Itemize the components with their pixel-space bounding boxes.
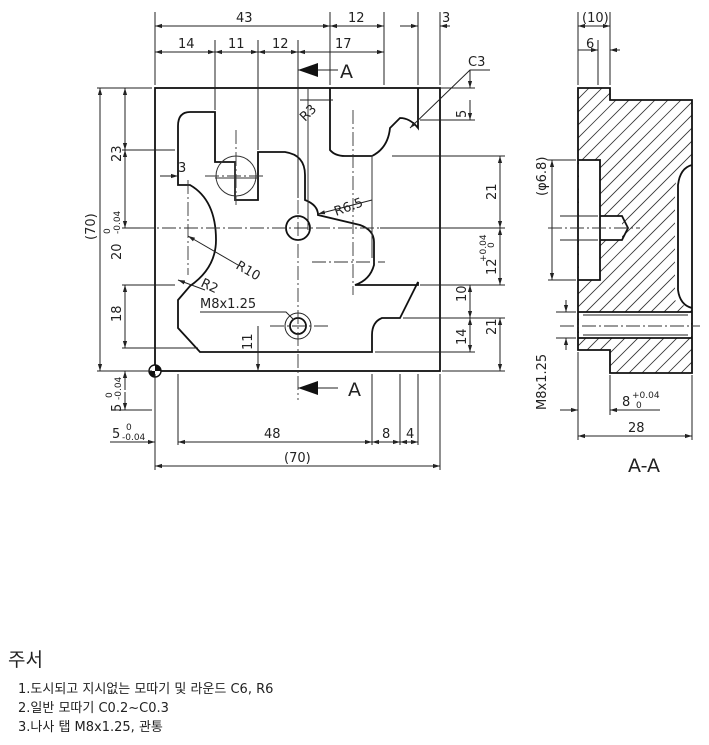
hatch-line [258,80,558,380]
dim-21-upper: 21 [485,183,500,200]
callout-r2: R2 [198,276,220,297]
tol-12-lower: 0 [487,242,497,248]
dim-20: 20 [110,243,125,260]
callout-tap: M8x1.25 [200,297,256,312]
dim-12-top: 12 [348,11,365,26]
dim-12: 12 [272,37,289,52]
tol-5b-lower: -0.04 [122,433,146,443]
sec-dim-28: 28 [628,421,645,436]
sec-dim-phi: (φ6.8) [535,157,550,196]
hatch-line [578,88,692,373]
sec-dim-10: (10) [582,11,609,26]
dim-14-right: 14 [455,328,470,345]
hatch-line [578,88,663,373]
section-outline [577,87,693,374]
callout-leaders [177,69,490,321]
dim-14: 14 [178,37,195,52]
notch-top-right [329,88,419,157]
dim-18: 18 [110,305,125,322]
dim-23: 23 [110,145,125,162]
hatch-line [578,88,692,373]
sec-tol-8-upper: +0.04 [632,391,660,401]
pocket-profile [177,111,419,353]
centre-lines [140,110,385,400]
section-arrows [298,63,338,395]
hatch-line [700,80,709,380]
hatch-line [578,88,692,373]
technical-drawing: 43 12 3 14 11 12 17 (70) 23 20 0 -0.04 1… [84,11,709,477]
tol-12-upper: +0.04 [479,234,489,262]
callout-c3: C3 [468,55,485,70]
front-view: 43 12 3 14 11 12 17 (70) 23 20 0 -0.04 1… [84,11,505,470]
hatch-line [578,88,692,373]
tol-20-lower: -0.04 [113,210,123,234]
dim-11: 11 [228,37,245,52]
callout-r6-5: R6.5 [332,195,365,219]
hatch-line [271,80,571,380]
hatch-line [578,88,692,373]
hatch-line [578,88,676,373]
section-view: (10) 6 (φ6.8) M8x1.25 8 +0.04 0 28 A-A [258,11,709,477]
section-title: A-A [628,455,660,477]
tol-5b-upper: 0 [126,423,132,433]
callout-r10: R10 [233,258,263,284]
hatch-line [578,88,650,373]
hatch-line [578,88,692,373]
dim-70-left: (70) [84,213,99,240]
dim-5-right: 5 [455,110,470,118]
note-item: 2.일반 모따기 C0.2~C0.3 [18,701,169,716]
section-label-bottom: A [348,379,361,401]
origin-mark-icon [148,364,162,378]
notes-block: 주서 1.도시되고 지시없는 모따기 및 라운드 C6, R6 2.일반 모따기… [8,645,273,737]
hatch-line [578,88,689,373]
sec-dim-8: 8 [622,395,630,410]
sec-dim-6: 6 [586,37,594,52]
dim-48: 48 [264,427,281,442]
sec-tol-8-lower: 0 [636,401,642,411]
dim-5-left: 5 [110,404,125,412]
hidden-lines [215,88,373,258]
dim-70-bottom: (70) [284,451,311,466]
dim-12-right: 12 [485,258,500,275]
front-view-text: 43 12 3 14 11 12 17 (70) 23 20 0 -0.04 1… [84,11,500,466]
dim-3-top: 3 [442,11,450,26]
section-view-text: (10) 6 (φ6.8) M8x1.25 8 +0.04 0 28 A-A [535,11,660,477]
dim-17: 17 [335,37,352,52]
dim-11-inner: 11 [241,333,256,350]
dim-3-inner: 3 [178,161,186,176]
hatch-line [578,88,585,373]
dim-4: 4 [406,427,414,442]
dim-43: 43 [236,11,253,26]
notes-title: 주서 [8,649,43,671]
dim-21-lower: 21 [485,318,500,335]
dim-10: 10 [455,285,470,302]
tol-5-upper: 0 [105,392,115,398]
tol-20-upper: 0 [103,228,113,234]
tol-5-lower: -0.04 [114,376,124,400]
section-label-top: A [340,61,353,83]
note-item: 3.나사 탭 M8x1.25, 관통 [18,720,163,735]
extension-lines [97,12,505,470]
hatch-line [578,88,637,373]
note-item: 1.도시되고 지시없는 모따기 및 라운드 C6, R6 [18,682,274,697]
dimension-lines [97,23,503,469]
sec-dim-m8: M8x1.25 [535,354,550,410]
notes-list: 1.도시되고 지시없는 모따기 및 라운드 C6, R6 2.일반 모따기 C0… [8,680,273,737]
dim-8: 8 [382,427,390,442]
dim-5-bottom: 5 [112,427,120,442]
callout-r3: R3 [297,102,320,125]
hatch-line [578,88,692,373]
